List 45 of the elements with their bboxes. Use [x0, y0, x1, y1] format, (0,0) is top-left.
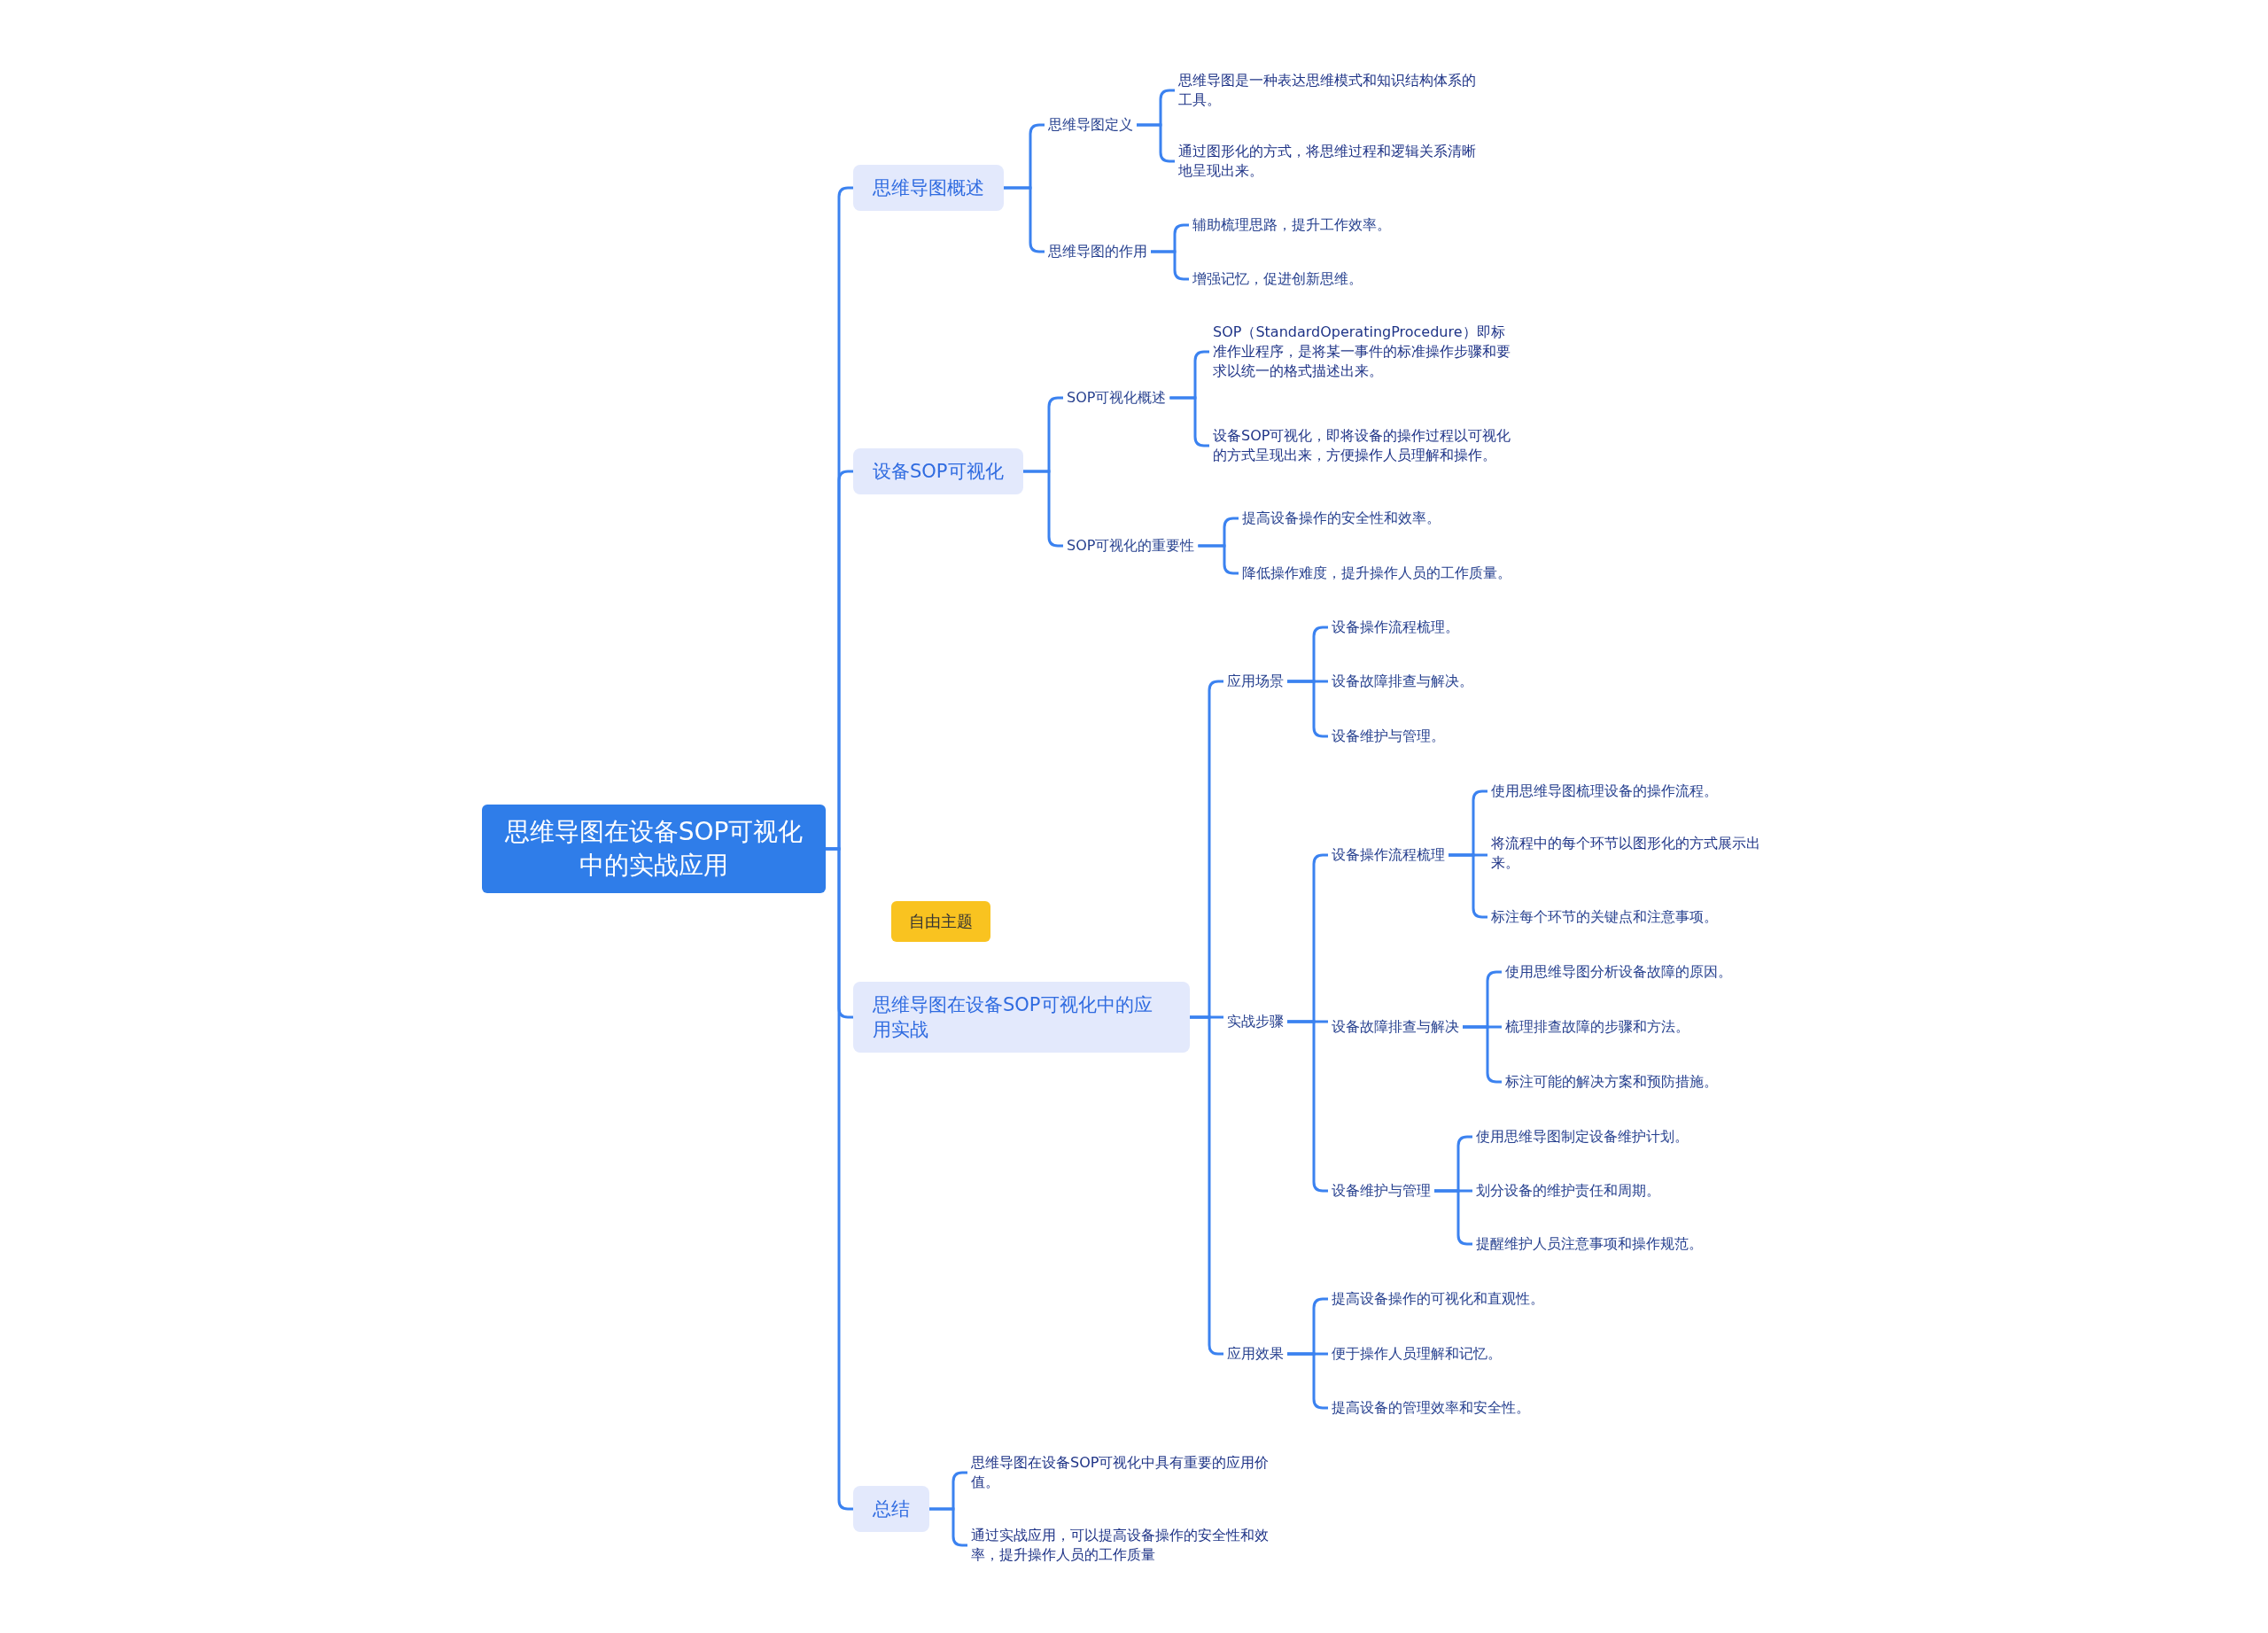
leaf-text: 使用思维导图分析设备故障的原因。 — [1502, 960, 1736, 984]
connector-line — [1198, 544, 1239, 575]
leaf-text: 设备操作流程梳理。 — [1328, 616, 1463, 639]
leaf-text: 将流程中的每个环节以图形化的方式展示出来。 — [1487, 832, 1780, 875]
topic-box: 设备SOP可视化 — [853, 448, 1023, 494]
leaf-text: 设备SOP可视化，即将设备的操作过程以可视化的方式呈现出来，方便操作人员理解和操作。 — [1209, 424, 1515, 467]
subtopic-text: 思维导图的作用 — [1045, 240, 1151, 263]
leaf-text: 使用思维导图制定设备维护计划。 — [1472, 1125, 1692, 1148]
topic-box: 思维导图概述 — [853, 165, 1004, 211]
leaf-text: 梳理排查故障的步骤和方法。 — [1502, 1015, 1693, 1038]
topic-box: 总结 — [853, 1486, 929, 1532]
leaf-text: 标注每个环节的关键点和注意事项。 — [1487, 906, 1721, 929]
leaf-text: 便于操作人员理解和记忆。 — [1328, 1342, 1505, 1365]
leaf-text: 提醒维护人员注意事项和操作规范。 — [1472, 1233, 1706, 1256]
leaf-text: 思维导图在设备SOP可视化中具有重要的应用价值。 — [967, 1451, 1273, 1494]
leaf-text: 划分设备的维护责任和周期。 — [1472, 1179, 1664, 1202]
subtopic-text: 设备故障排查与解决 — [1328, 1015, 1463, 1038]
leaf-text: 降低操作难度，提升操作人员的工作质量。 — [1239, 562, 1515, 585]
leaf-text: 设备维护与管理。 — [1328, 725, 1449, 748]
subtopic-text: 实战步骤 — [1223, 1010, 1287, 1033]
subtopic-text: 设备操作流程梳理 — [1328, 844, 1449, 867]
subtopic-text: 设备维护与管理 — [1328, 1179, 1434, 1202]
leaf-text: 提高设备的管理效率和安全性。 — [1328, 1396, 1534, 1419]
leaf-text: 标注可能的解决方案和预防措施。 — [1502, 1070, 1721, 1093]
leaf-text: 设备故障排查与解决。 — [1328, 670, 1477, 693]
subtopic-text: SOP可视化的重要性 — [1063, 534, 1199, 557]
subtopic-text: 应用场景 — [1223, 670, 1287, 693]
leaf-text: 通过图形化的方式，将思维过程和逻辑关系清晰地呈现出来。 — [1175, 140, 1480, 183]
leaf-text: 增强记忆，促进创新思维。 — [1189, 268, 1366, 291]
leaf-text: 辅助梳理思路，提升工作效率。 — [1189, 214, 1394, 237]
connector-line — [929, 1507, 967, 1547]
subtopic-text: 应用效果 — [1223, 1342, 1287, 1365]
subtopic-text: 思维导图定义 — [1045, 113, 1137, 136]
leaf-text: 提高设备操作的安全性和效率。 — [1239, 507, 1444, 530]
central-topic-box: 思维导图在设备SOP可视化中的实战应用 — [482, 805, 826, 893]
floating-topic-box: 自由主题 — [891, 901, 990, 942]
leaf-text: 使用思维导图梳理设备的操作流程。 — [1487, 780, 1721, 803]
leaf-text: 思维导图是一种表达思维模式和知识结构体系的工具。 — [1175, 69, 1480, 112]
leaf-text: 提高设备操作的可视化和直观性。 — [1328, 1287, 1548, 1310]
subtopic-text: SOP可视化概述 — [1063, 386, 1170, 409]
connector-line — [1151, 250, 1189, 281]
leaf-text: SOP（StandardOperatingProcedure）即标准作业程序，是将某一事件的标准操作步骤和要求以统一的格式描述出来。 — [1209, 321, 1515, 383]
connector-line — [1137, 123, 1175, 163]
topic-box: 思维导图在设备SOP可视化中的应用实战 — [853, 982, 1190, 1053]
leaf-text: 通过实战应用，可以提高设备操作的安全性和效率，提升操作人员的工作质量 — [967, 1524, 1273, 1567]
